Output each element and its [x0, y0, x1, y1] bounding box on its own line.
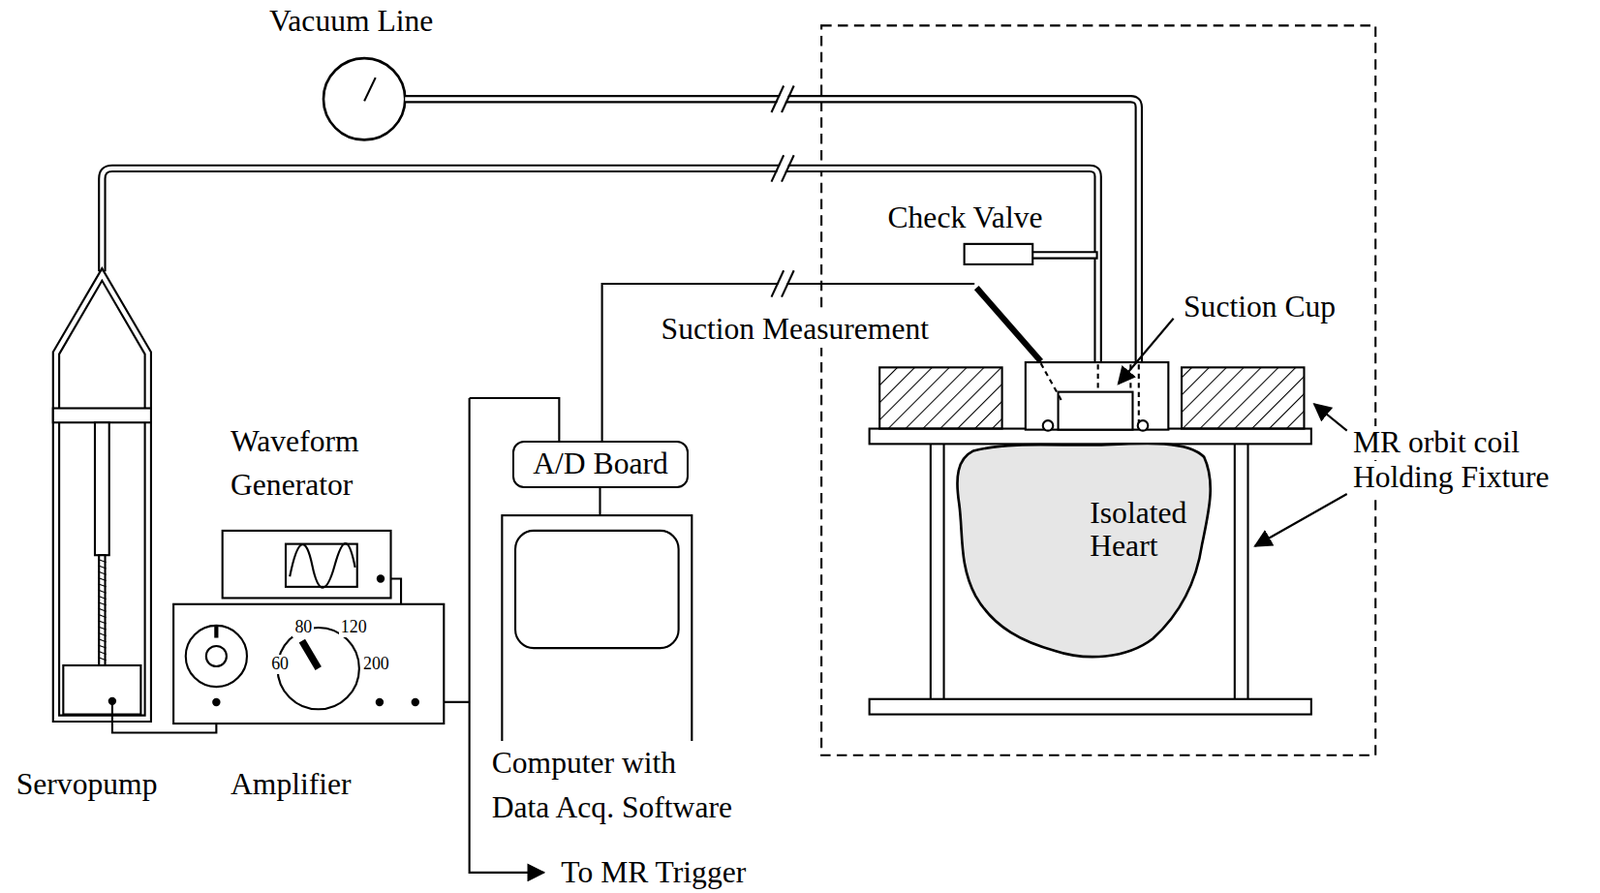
- check-valve: [964, 244, 1034, 265]
- board-box: A/D Board: [512, 440, 689, 488]
- part-label: Check Valve: [886, 200, 1046, 236]
- device-label: Servopump: [14, 767, 160, 802]
- dial-number: 60: [269, 654, 291, 675]
- signal-label: To MR Trigger: [558, 855, 748, 891]
- vacuum-tube: [404, 98, 1139, 400]
- dial-number: 80: [292, 617, 314, 638]
- heart-organ: Isolated Heart: [953, 442, 1215, 661]
- box-label: A/D Board: [532, 446, 669, 482]
- device-label: Amplifier: [228, 767, 354, 802]
- servopump: [53, 268, 152, 722]
- gauge-label: Vacuum Line: [267, 3, 435, 39]
- computer: [501, 515, 692, 750]
- leader-arrow: [1255, 493, 1348, 547]
- break-marks: [771, 86, 795, 298]
- heart-outline: [953, 442, 1215, 661]
- waveform-generator: [222, 530, 392, 599]
- holding-fixture: [869, 429, 1312, 715]
- organ-label: Isolated Heart: [1089, 496, 1114, 565]
- vacuum-gauge: [323, 58, 405, 140]
- part-label: Suction Cup: [1181, 289, 1338, 325]
- dial-number: 200: [361, 654, 392, 675]
- suction-cup: [1025, 362, 1170, 431]
- gauge-needle: [364, 77, 376, 101]
- device-label: Computer with Data Acq. Software: [490, 740, 739, 831]
- dial-number: 120: [338, 617, 370, 638]
- leader-arrow: [1314, 403, 1348, 431]
- device-label: Waveform Generator: [228, 420, 257, 508]
- signal-label: Suction Measurement: [659, 311, 931, 347]
- part-label: MR orbit coil: [1351, 426, 1522, 461]
- amplifier: [173, 604, 444, 724]
- dashed-region: [821, 25, 1376, 755]
- part-label: Holding Fixture: [1351, 461, 1552, 495]
- pressure-probe: [976, 287, 1041, 362]
- leader-arrow: [1118, 318, 1174, 384]
